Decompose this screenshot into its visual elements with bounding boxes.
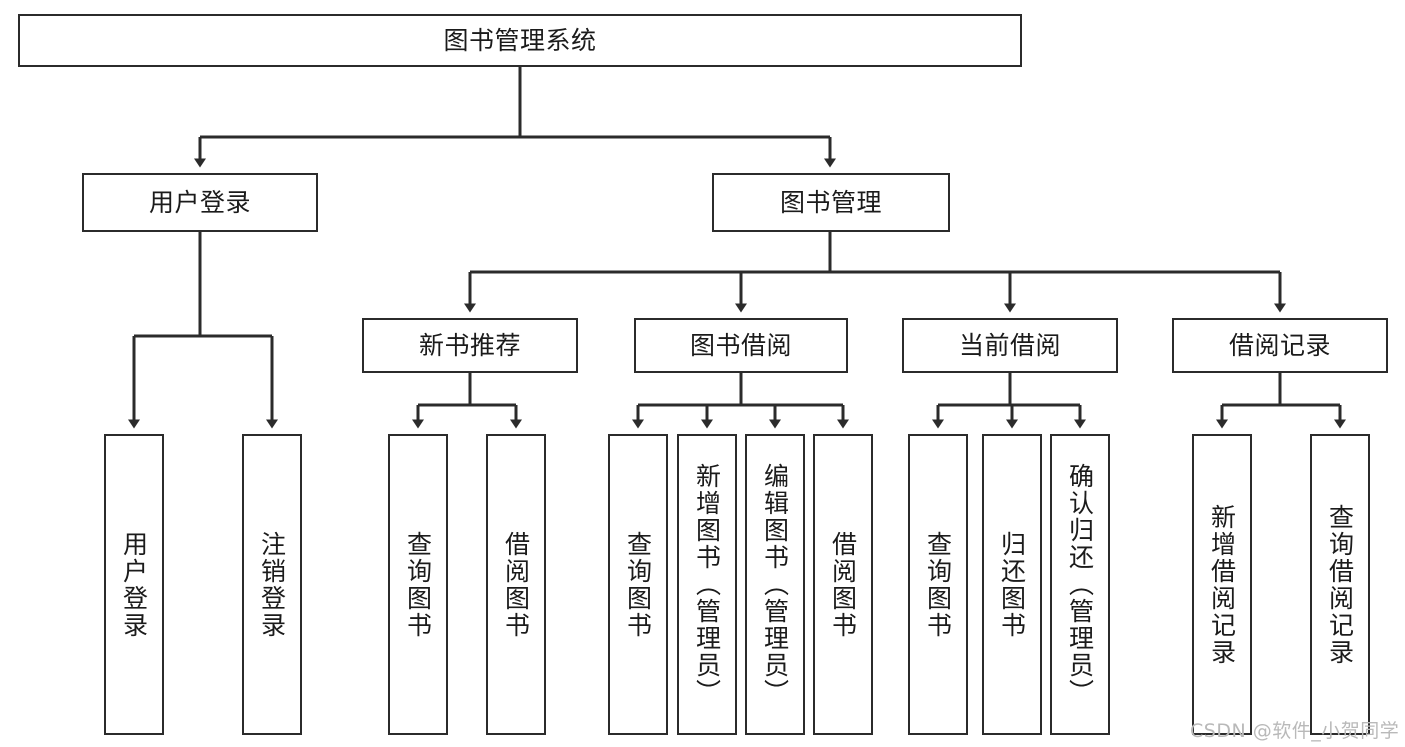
node-leaf-query-book-borrow-label: 查询图书 [623, 530, 653, 639]
node-root[interactable]: 图书管理系统 [18, 14, 1022, 67]
node-book-borrow-label: 图书借阅 [689, 330, 792, 360]
node-leaf-query-record-label: 查询借阅记录 [1325, 503, 1355, 666]
node-user-login-label: 用户登录 [148, 187, 251, 217]
node-leaf-confirm-return[interactable]: 确认归还（管理员） [1050, 434, 1110, 735]
node-leaf-borrow-book[interactable]: 借阅图书 [813, 434, 873, 735]
node-leaf-add-book[interactable]: 新增图书（管理员） [677, 434, 737, 735]
node-leaf-user-login-label: 用户登录 [119, 530, 149, 639]
node-leaf-query-book-cur-label: 查询图书 [923, 530, 953, 639]
node-new-book-recommend[interactable]: 新书推荐 [362, 318, 578, 373]
node-book-manage-label: 图书管理 [779, 187, 882, 217]
node-borrow-record[interactable]: 借阅记录 [1172, 318, 1388, 373]
node-book-manage[interactable]: 图书管理 [712, 173, 950, 232]
node-leaf-confirm-return-label: 确认归还（管理员） [1065, 463, 1095, 706]
node-user-login[interactable]: 用户登录 [82, 173, 318, 232]
node-new-book-recommend-label: 新书推荐 [418, 330, 521, 360]
node-leaf-return-book-label: 归还图书 [997, 530, 1027, 639]
node-current-borrow-label: 当前借阅 [958, 330, 1061, 360]
node-leaf-query-book-borrow[interactable]: 查询图书 [608, 434, 668, 735]
node-book-borrow[interactable]: 图书借阅 [634, 318, 848, 373]
node-leaf-add-record[interactable]: 新增借阅记录 [1192, 434, 1252, 735]
node-leaf-user-login[interactable]: 用户登录 [104, 434, 164, 735]
node-leaf-edit-book[interactable]: 编辑图书（管理员） [745, 434, 805, 735]
node-leaf-borrow-book-label: 借阅图书 [828, 530, 858, 639]
node-leaf-logout-label: 注销登录 [257, 530, 287, 639]
node-leaf-borrow-book-rec[interactable]: 借阅图书 [486, 434, 546, 735]
node-leaf-return-book[interactable]: 归还图书 [982, 434, 1042, 735]
node-leaf-borrow-book-rec-label: 借阅图书 [501, 530, 531, 639]
node-current-borrow[interactable]: 当前借阅 [902, 318, 1118, 373]
node-leaf-query-book-cur[interactable]: 查询图书 [908, 434, 968, 735]
node-leaf-add-record-label: 新增借阅记录 [1207, 503, 1237, 666]
node-leaf-edit-book-label: 编辑图书（管理员） [760, 463, 790, 706]
node-leaf-add-book-label: 新增图书（管理员） [692, 463, 722, 706]
node-leaf-logout[interactable]: 注销登录 [242, 434, 302, 735]
node-leaf-query-book-rec[interactable]: 查询图书 [388, 434, 448, 735]
node-borrow-record-label: 借阅记录 [1228, 330, 1331, 360]
node-leaf-query-record[interactable]: 查询借阅记录 [1310, 434, 1370, 735]
node-root-label: 图书管理系统 [443, 25, 597, 55]
watermark: CSDN @软件_小贺同学 [1190, 720, 1400, 742]
node-leaf-query-book-rec-label: 查询图书 [403, 530, 433, 639]
